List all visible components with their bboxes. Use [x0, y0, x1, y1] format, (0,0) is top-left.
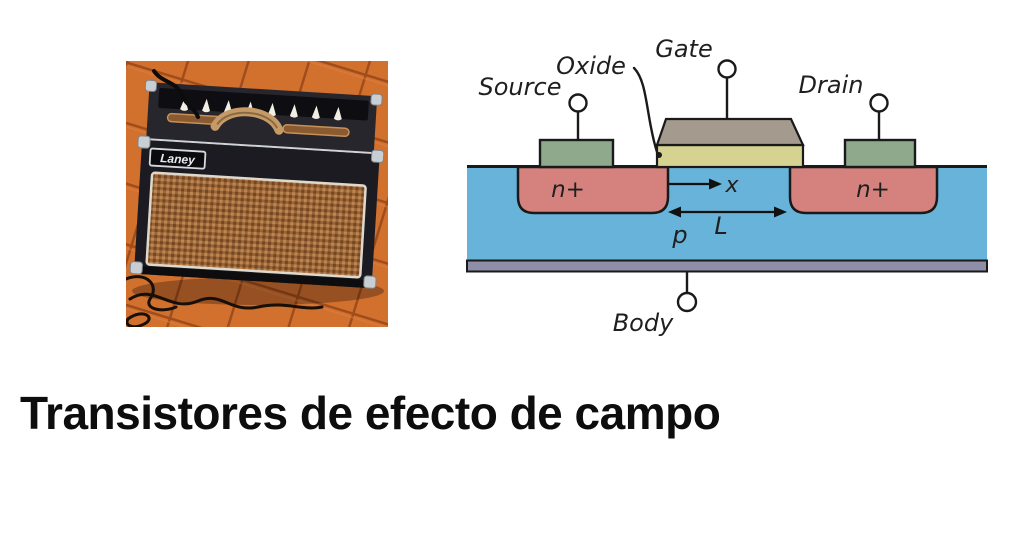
channel-length-label: L: [714, 212, 727, 240]
n-plus-drain-label: n+: [856, 177, 890, 203]
source-contact: [538, 138, 615, 169]
gate-label: Gate: [655, 35, 712, 63]
terminal-leads: [576, 77, 881, 293]
amplifier-photo: Laney: [126, 61, 388, 327]
amp-grille: [145, 171, 367, 279]
cable-over-amp: [152, 69, 200, 119]
oxide-layer: [655, 143, 805, 169]
drain-label: Drain: [799, 71, 864, 99]
body-label: Body: [613, 309, 674, 337]
amplifier: Laney: [129, 79, 385, 289]
channel-length-arrowhead-right: [774, 206, 787, 218]
oxide-label: Oxide: [556, 52, 626, 80]
n-plus-drain-region: [788, 165, 939, 215]
mosfet-diagram-graphic: Source Oxide Gate Drain Body n+ n+ x L p: [466, 35, 988, 337]
oxide-leader-line: [632, 66, 659, 154]
amp-badge-text: Laney: [160, 151, 197, 167]
substrate-label: p: [671, 221, 687, 249]
page-title: Transistores de efecto de campo: [20, 387, 721, 439]
x-axis-label: x: [724, 173, 739, 198]
drain-contact: [843, 138, 917, 169]
body-contact-strip: [466, 259, 988, 273]
x-axis-arrowhead: [709, 178, 722, 190]
drain-terminal: [869, 93, 889, 113]
amp-top-piping: [142, 137, 380, 155]
n-plus-source-label: n+: [551, 177, 585, 203]
guitar-cables: [126, 275, 324, 327]
n-plus-source-region: [516, 165, 670, 215]
amp-badge: [148, 147, 207, 170]
gate-electrode: [655, 117, 805, 147]
amp-bottom-edge: [133, 265, 372, 289]
mosfet-diagram: Source Oxide Gate Drain Body n+ n+ x L p: [440, 20, 1024, 350]
amp-corner-chrome: [129, 79, 385, 289]
amplifier-photo-graphic: Laney: [126, 61, 388, 327]
body-terminal: [676, 291, 698, 313]
gate-terminal: [717, 59, 737, 79]
source-label: Source: [479, 73, 562, 101]
oxide-leader-dot: [656, 152, 662, 158]
source-terminal: [568, 93, 588, 113]
amp-handle-shadow: [216, 111, 278, 129]
channel-length-arrowhead-left: [668, 206, 681, 218]
